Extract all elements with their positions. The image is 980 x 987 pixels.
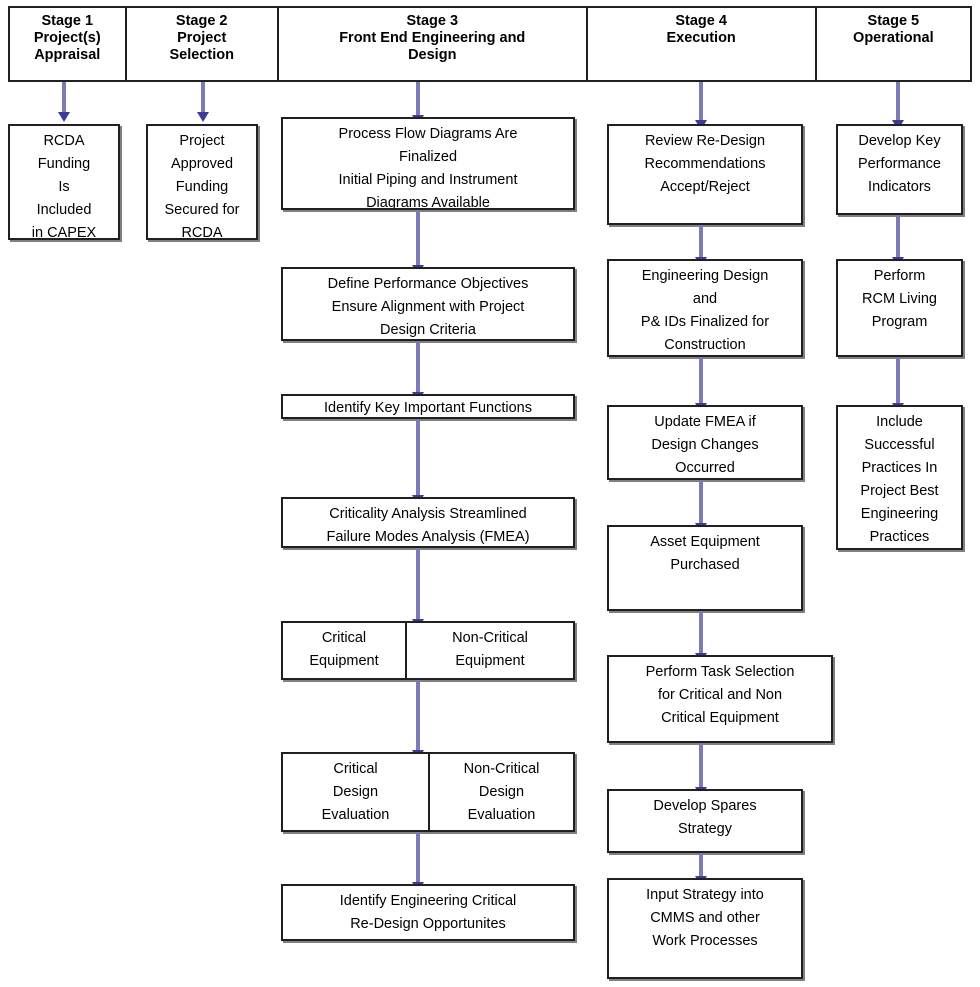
step-text: Identify Engineering Critical Re-Design … bbox=[339, 893, 517, 932]
step-text: Critical Design Evaluation bbox=[321, 761, 390, 823]
step-box-s3-5[interactable]: Critical Equipment Non-Critical Equipmen… bbox=[281, 621, 575, 680]
stage-name-line1: Operational bbox=[853, 30, 934, 46]
step-box-s4-6[interactable]: Develop Spares Strategy bbox=[607, 789, 803, 853]
stage-name-line1: Project(s) bbox=[33, 30, 101, 46]
stage-name-line2: Design bbox=[408, 47, 457, 63]
stage-name-line1: Execution bbox=[666, 30, 736, 46]
step-box-s2-1[interactable]: Project Approved Funding Secured for RCD… bbox=[146, 124, 258, 240]
step-text: Perform Task Selection for Critical and … bbox=[645, 664, 795, 726]
stage-number: Stage 1 bbox=[41, 13, 94, 29]
step-text: Develop Spares Strategy bbox=[653, 798, 757, 837]
stage-number: Stage 4 bbox=[675, 13, 727, 29]
step-text: Project Approved Funding Secured for RCD… bbox=[164, 133, 240, 240]
step-box-s3-4[interactable]: Criticality Analysis Streamlined Failure… bbox=[281, 497, 575, 548]
step-text: Asset Equipment Purchased bbox=[650, 534, 760, 573]
stage-header-1[interactable]: Stage 1 Project(s) Appraisal bbox=[10, 8, 127, 80]
step-text: Identify Key Important Functions bbox=[324, 400, 532, 416]
step-box-s5-2[interactable]: Perform RCM Living Program bbox=[836, 259, 963, 357]
step-box-s3-3[interactable]: Identify Key Important Functions bbox=[281, 394, 575, 419]
split-right-non-critical-design-evaluation[interactable]: Non-Critical Design Evaluation bbox=[430, 754, 573, 830]
stage-name-line1: Project bbox=[177, 30, 227, 46]
step-box-s4-7[interactable]: Input Strategy into CMMS and other Work … bbox=[607, 878, 803, 979]
step-text: RCDA Funding Is Included in CAPEX bbox=[31, 133, 97, 240]
stage-number: Stage 2 bbox=[175, 13, 228, 29]
stage-name-line2: Appraisal bbox=[34, 47, 101, 63]
stage-name-line1: Front End Engineering and bbox=[339, 30, 526, 46]
split-left-critical-equipment[interactable]: Critical Equipment bbox=[283, 623, 407, 678]
step-box-s4-3[interactable]: Update FMEA if Design Changes Occurred bbox=[607, 405, 803, 480]
step-text: Input Strategy into CMMS and other Work … bbox=[646, 887, 764, 949]
step-text: Review Re-Design Recommendations Accept/… bbox=[644, 133, 766, 195]
step-box-s4-4[interactable]: Asset Equipment Purchased bbox=[607, 525, 803, 611]
step-box-s5-1[interactable]: Develop Key Performance Indicators bbox=[836, 124, 963, 215]
stage-header-row: Stage 1 Project(s) Appraisal Stage 2 Pro… bbox=[8, 6, 972, 82]
stage-header-5[interactable]: Stage 5 Operational bbox=[816, 8, 971, 80]
stage-number: Stage 5 bbox=[867, 13, 920, 29]
step-text: Critical Equipment bbox=[309, 630, 379, 669]
step-text: Define Performance Objectives Ensure Ali… bbox=[327, 276, 529, 338]
step-box-s5-3[interactable]: Include Successful Practices In Project … bbox=[836, 405, 963, 550]
step-box-s4-1[interactable]: Review Re-Design Recommendations Accept/… bbox=[607, 124, 803, 225]
step-box-s4-5[interactable]: Perform Task Selection for Critical and … bbox=[607, 655, 833, 743]
step-box-s1-1[interactable]: RCDA Funding Is Included in CAPEX bbox=[8, 124, 120, 240]
step-text: Include Successful Practices In Project … bbox=[860, 414, 939, 545]
step-text: Perform RCM Living Program bbox=[862, 268, 937, 330]
stage-number: Stage 3 bbox=[406, 13, 459, 29]
step-box-s3-6[interactable]: Critical Design Evaluation Non-Critical … bbox=[281, 752, 575, 832]
step-text: Develop Key Performance Indicators bbox=[857, 133, 941, 195]
stage-name-line2: Selection bbox=[169, 47, 234, 63]
step-box-s3-2[interactable]: Define Performance Objectives Ensure Ali… bbox=[281, 267, 575, 341]
step-text: Process Flow Diagrams Are Finalized Init… bbox=[338, 126, 518, 210]
step-text: Engineering Design and P& IDs Finalized … bbox=[640, 268, 770, 353]
step-text: Non-Critical Equipment bbox=[452, 630, 528, 669]
stage-header-2[interactable]: Stage 2 Project Selection bbox=[126, 8, 279, 80]
stage-header-4[interactable]: Stage 4 Execution bbox=[587, 8, 817, 80]
step-box-s3-1[interactable]: Process Flow Diagrams Are Finalized Init… bbox=[281, 117, 575, 210]
split-right-non-critical-equipment[interactable]: Non-Critical Equipment bbox=[407, 623, 573, 678]
step-text: Update FMEA if Design Changes Occurred bbox=[651, 414, 759, 476]
stage-header-3[interactable]: Stage 3 Front End Engineering and Design bbox=[278, 8, 588, 80]
step-box-s4-2[interactable]: Engineering Design and P& IDs Finalized … bbox=[607, 259, 803, 357]
step-text: Criticality Analysis Streamlined Failure… bbox=[326, 506, 530, 545]
step-text: Non-Critical Design Evaluation bbox=[463, 761, 540, 823]
split-left-critical-design-evaluation[interactable]: Critical Design Evaluation bbox=[283, 754, 430, 830]
step-box-s3-7[interactable]: Identify Engineering Critical Re-Design … bbox=[281, 884, 575, 941]
